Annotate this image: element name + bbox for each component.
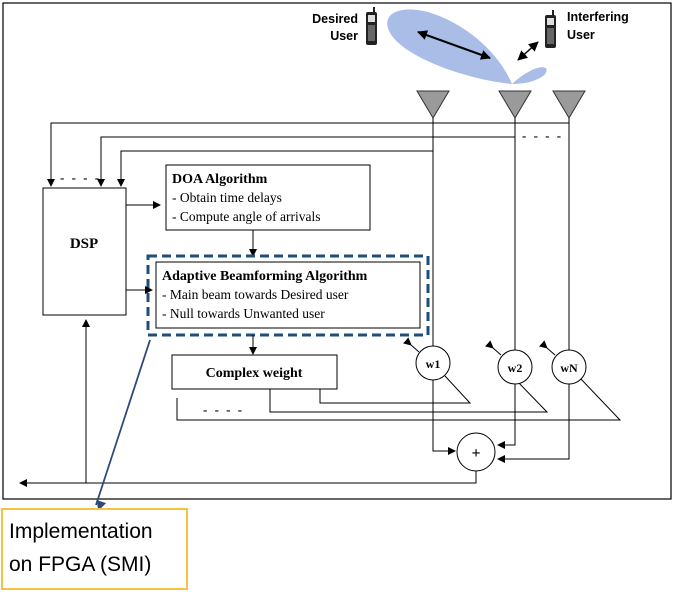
summer-input-lines	[432, 380, 570, 463]
antenna-feeds	[432, 118, 570, 350]
desired-user-label-2: User	[330, 29, 358, 43]
doa-line-2: - Compute angle of arrivals	[172, 209, 320, 224]
antenna-n-icon	[552, 90, 586, 119]
null-double-arrow	[517, 41, 539, 61]
dsp-input-lines	[47, 122, 569, 187]
interfering-user-label-1: Interfering	[567, 10, 629, 24]
output-arrow	[19, 471, 477, 487]
outer-frame	[2, 2, 672, 500]
fpga-highlight-box	[146, 254, 430, 337]
callout-line-2: on FPGA (SMI)	[9, 553, 151, 576]
w2-tick	[485, 340, 502, 356]
antenna-array	[416, 90, 586, 119]
weight-control-lines	[176, 375, 622, 421]
w1-tick	[403, 337, 420, 353]
interfering-phone-icon	[545, 10, 556, 48]
antenna-2-icon	[498, 90, 532, 119]
desired-user-label-1: Desired	[312, 12, 358, 26]
weight-nodes	[403, 337, 587, 385]
callout-line-1: Implementation	[9, 520, 153, 543]
dsp-label: DSP	[70, 236, 98, 252]
weight-w1-label: w1	[426, 357, 441, 371]
beam-pattern	[387, 9, 547, 84]
antenna-ellipsis: - - - -	[522, 128, 563, 143]
dsp-input-ellipsis: - - - -	[60, 170, 101, 185]
beam-double-arrow	[417, 30, 491, 60]
complex-weight-box	[171, 354, 338, 390]
dsp-box	[42, 187, 127, 316]
side-lobe	[512, 67, 547, 84]
beamforming-title: Adaptive Beamforming Algorithm	[162, 269, 368, 284]
weight-w2-label: w2	[508, 361, 523, 375]
main-lobe	[387, 9, 512, 84]
beamforming-line-2: - Null towards Unwanted user	[162, 306, 325, 321]
wn-tick	[539, 340, 556, 356]
desired-phone-icon	[366, 7, 377, 45]
weight-wn-label: wN	[560, 361, 578, 375]
weight-ellipsis: - - - -	[203, 402, 244, 417]
beamforming-line-1: - Main beam towards Desired user	[162, 287, 349, 302]
callout-box	[1, 508, 188, 590]
doa-title: DOA Algorithm	[172, 172, 268, 187]
callout-arrow	[95, 339, 151, 511]
antenna-1-icon	[416, 90, 450, 119]
doa-line-1: - Obtain time delays	[172, 190, 282, 205]
doa-box	[165, 164, 371, 231]
beamforming-box	[155, 261, 421, 329]
summer-label: +	[471, 445, 480, 462]
interfering-user-label-2: User	[567, 28, 595, 42]
complex-weight-label: Complex weight	[206, 366, 303, 381]
